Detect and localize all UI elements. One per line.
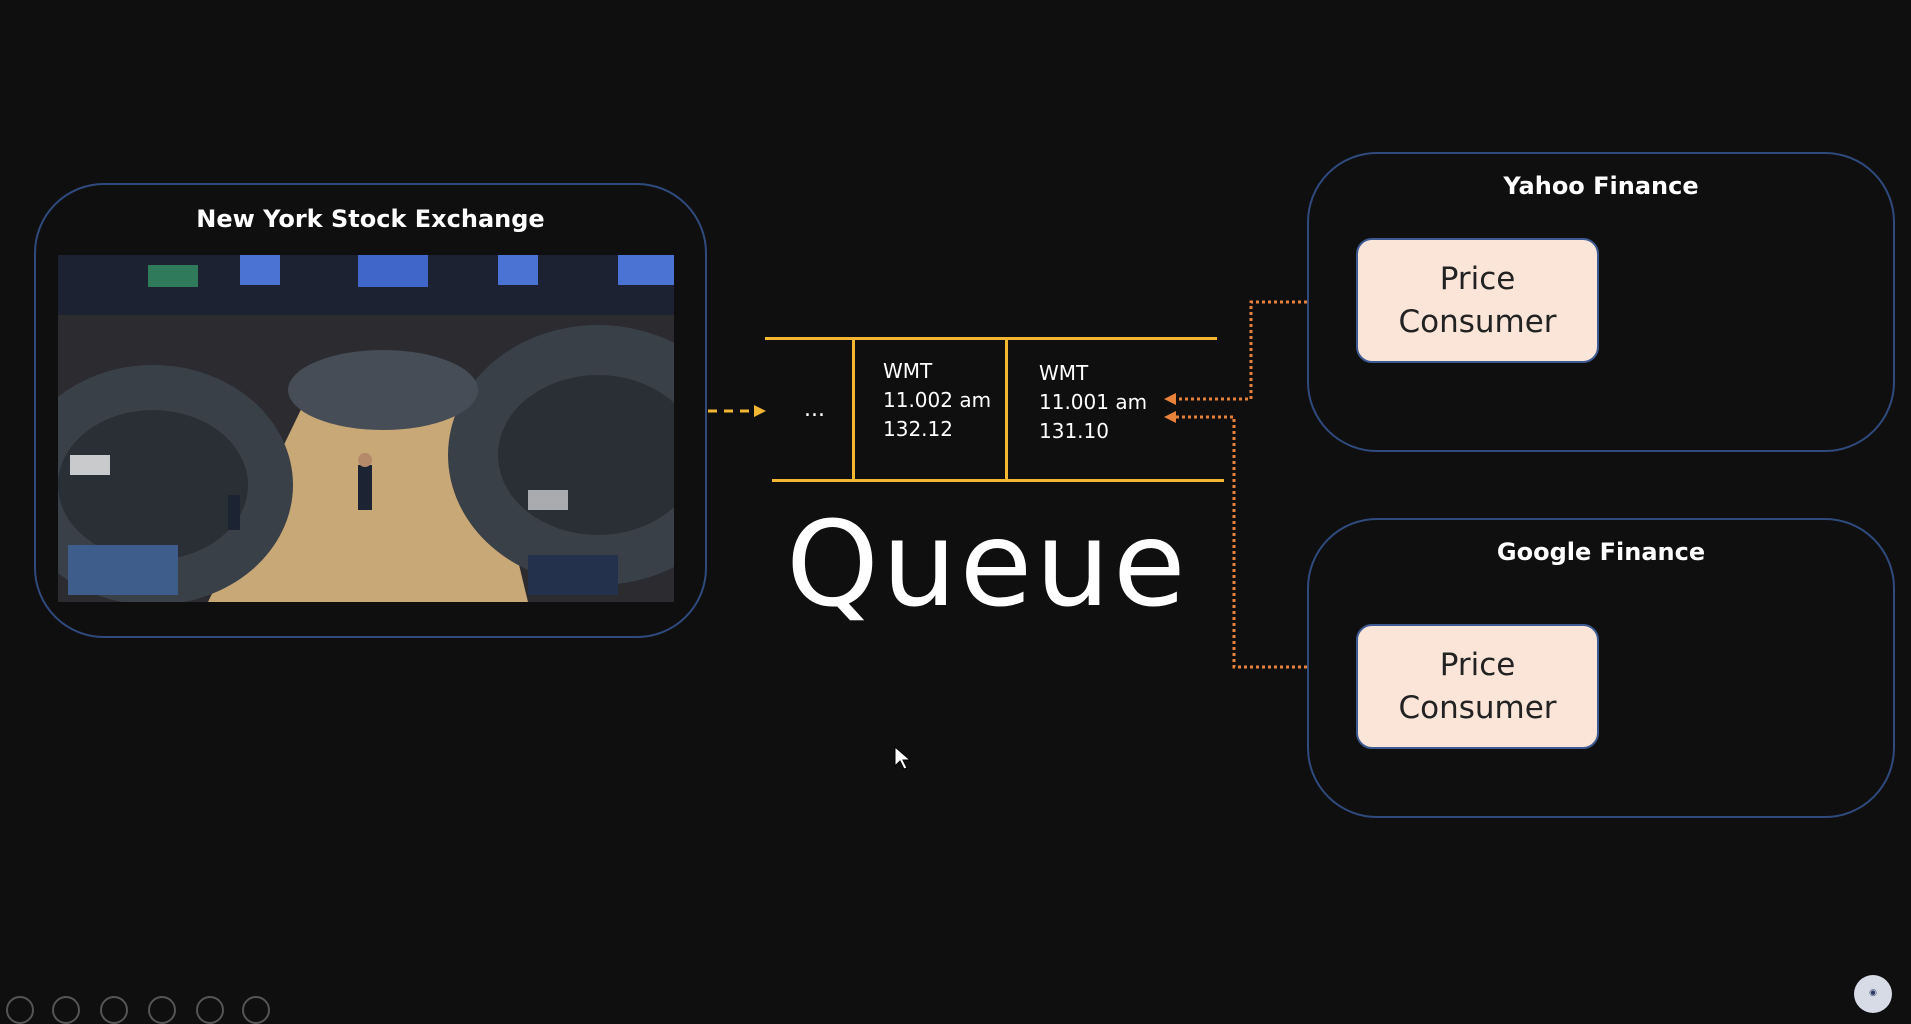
queue-bottom-line [772, 479, 1224, 482]
message-time: 11.002 am [883, 388, 992, 412]
nav-dot-5-icon[interactable] [196, 996, 224, 1024]
yahoo-consumer-arrow [1164, 300, 1307, 405]
mouse-cursor-icon [894, 745, 912, 770]
message-symbol: WMT [883, 359, 933, 383]
price-consumer-label-line1: Price [1439, 646, 1516, 683]
price-consumer-box: Price Consumer [1356, 624, 1599, 749]
producer-title: New York Stock Exchange [196, 205, 545, 233]
producer-panel: New York Stock Exchange [34, 183, 707, 638]
nav-dot-6-icon[interactable] [242, 996, 270, 1024]
connector-overlay [708, 300, 1307, 770]
price-consumer-label-line2: Consumer [1398, 303, 1557, 340]
yahoo-finance-title: Yahoo Finance [1503, 172, 1699, 200]
queue-label: Queue [786, 495, 1189, 633]
queue-divider-1 [852, 338, 855, 479]
channel-logo-icon: ◉ [1854, 975, 1892, 1013]
message-price: 131.10 [1039, 419, 1109, 443]
google-consumer-arrow [1164, 411, 1307, 669]
nav-dot-2-icon[interactable] [52, 996, 80, 1024]
queue-message-1: WMT 11.002 am 132.12 [883, 357, 991, 444]
message-time: 11.001 am [1039, 390, 1148, 414]
queue-top-line [765, 337, 1217, 340]
producer-arrow [708, 405, 766, 417]
message-price: 132.12 [883, 417, 953, 441]
nav-dot-4-icon[interactable] [148, 996, 176, 1024]
price-consumer-label-line1: Price [1439, 260, 1516, 297]
nav-dot-3-icon[interactable] [100, 996, 128, 1024]
google-finance-panel: Google Finance Price Consumer [1307, 518, 1895, 818]
price-consumer-label-line2: Consumer [1398, 689, 1557, 726]
trading-floor-photo [58, 255, 674, 602]
google-finance-title: Google Finance [1496, 538, 1706, 566]
price-consumer-box: Price Consumer [1356, 238, 1599, 363]
queue-ellipsis: ... [804, 397, 825, 422]
message-symbol: WMT [1039, 361, 1089, 385]
yahoo-finance-panel: Yahoo Finance Price Consumer [1307, 152, 1895, 452]
queue-divider-2 [1005, 338, 1008, 479]
nav-dot-1-icon[interactable] [6, 996, 34, 1024]
queue-message-2: WMT 11.001 am 131.10 [1039, 359, 1147, 446]
